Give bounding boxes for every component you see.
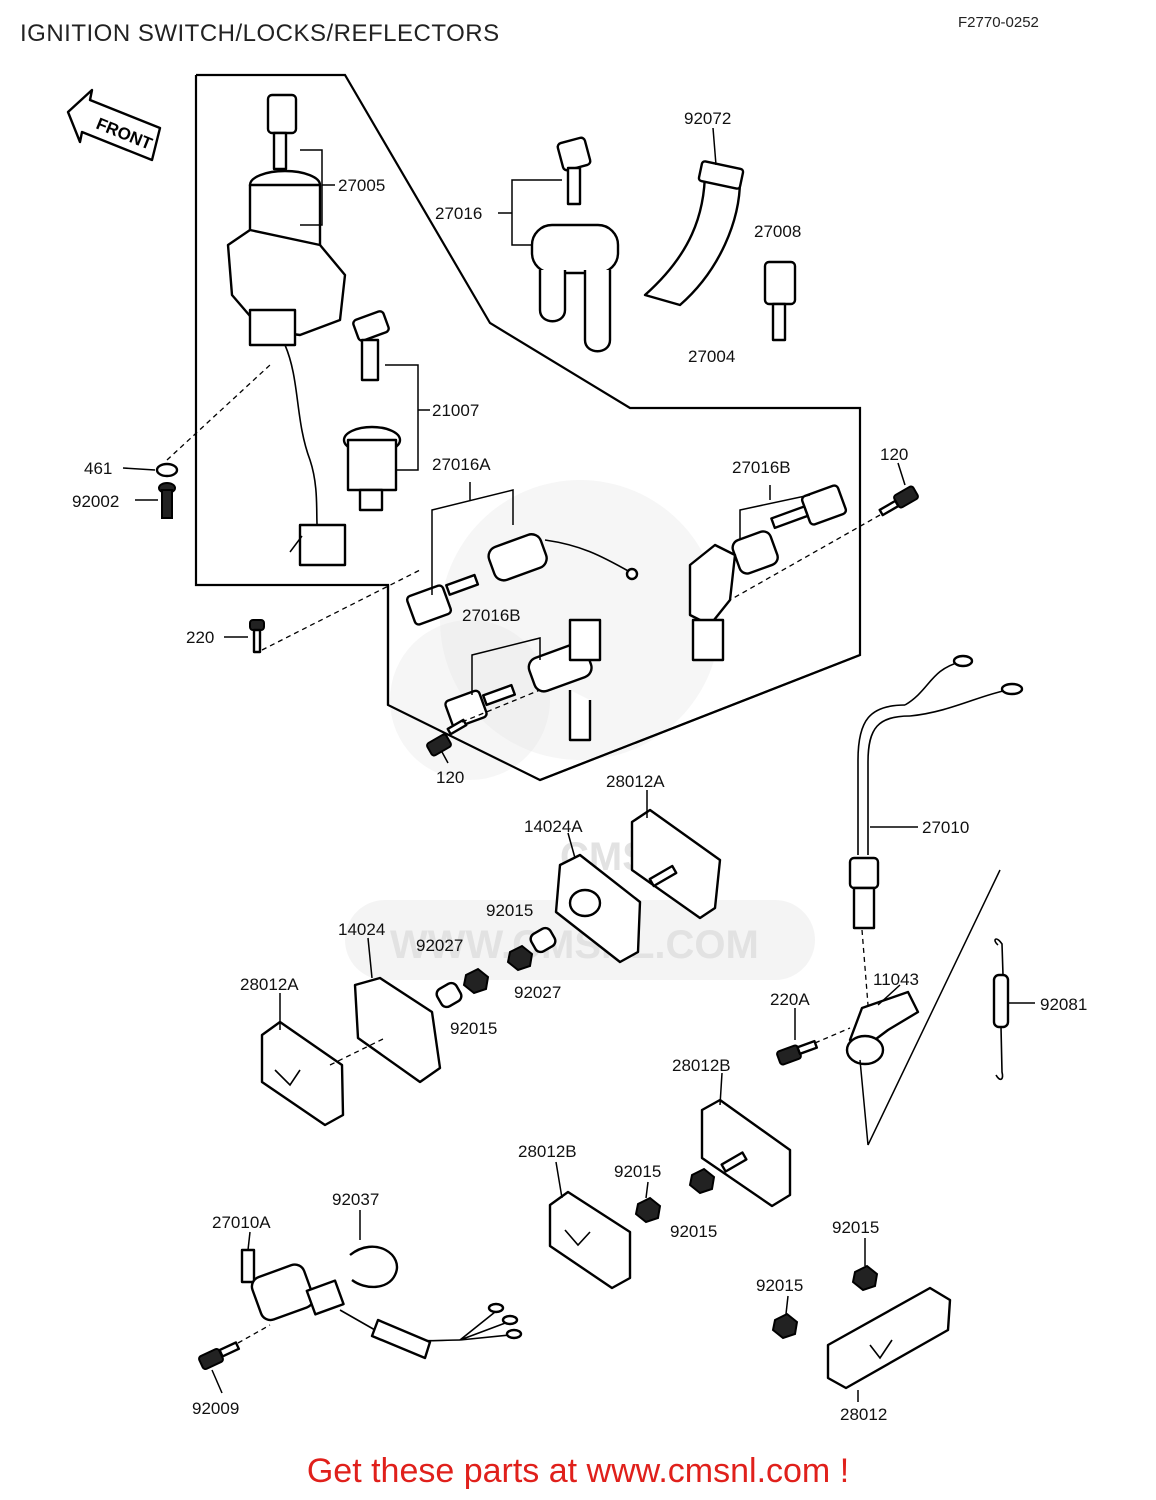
label-92037: 92037	[332, 1190, 379, 1209]
lock-set-b-upper	[688, 484, 848, 662]
spring-92081	[992, 938, 1010, 1081]
reflector-28012b-left	[548, 1190, 632, 1290]
label-92027-right: 92027	[514, 983, 561, 1002]
nut-92015-c2	[771, 1312, 799, 1340]
label-461: 461	[84, 459, 112, 478]
front-arrow-icon: FRONT	[66, 88, 162, 162]
label-92009: 92009	[192, 1399, 239, 1418]
label-28012a-left: 28012A	[240, 975, 299, 994]
bracket-11043	[845, 990, 920, 1066]
reflector-28012a-right	[630, 808, 722, 920]
label-92015-c2: 92015	[756, 1276, 803, 1295]
bolt-92002	[158, 482, 176, 519]
label-92002: 92002	[72, 492, 119, 511]
bolt-120-right	[878, 485, 919, 517]
spacer-92027-lower	[435, 981, 463, 1009]
label-11043: 11043	[873, 970, 919, 989]
label-14024a: 14024A	[524, 817, 583, 836]
label-27010: 27010	[922, 818, 969, 837]
screw-92009	[198, 1341, 241, 1371]
label-27004: 27004	[688, 347, 735, 366]
reflector-base-14024a	[554, 853, 678, 964]
label-14024: 14024	[338, 920, 385, 939]
ignition-switch	[226, 93, 347, 567]
page-title: IGNITION SWITCH/LOCKS/REFLECTORS	[20, 20, 500, 47]
label-92015-c1: 92015	[832, 1218, 879, 1237]
label-92015-b1: 92015	[614, 1162, 661, 1181]
reflector-28012a-left	[260, 1020, 345, 1127]
label-28012b-right: 28012B	[672, 1056, 731, 1075]
strap	[643, 160, 745, 307]
label-28012: 28012	[840, 1405, 887, 1424]
key-blank	[763, 260, 797, 342]
lock-set-b-lower	[444, 618, 602, 742]
label-120-right: 120	[880, 445, 908, 464]
label-27016b-lower: 27016B	[462, 606, 521, 625]
switch-27010a	[240, 1248, 523, 1360]
label-21007: 21007	[432, 401, 479, 420]
label-28012a-right: 28012A	[606, 772, 665, 791]
label-27010a: 27010A	[212, 1213, 271, 1232]
watermark-url: WWW.CMSNL.COM	[390, 923, 759, 967]
helmet-lock	[342, 310, 402, 512]
reflector-base-14024	[353, 976, 442, 1084]
nut-92015-b1	[634, 1196, 662, 1224]
seat-lock	[530, 136, 620, 353]
label-92027-left: 92027	[416, 936, 463, 955]
screw-220	[249, 619, 265, 654]
label-120-left: 120	[436, 768, 464, 787]
label-28012b-left: 28012B	[518, 1142, 577, 1161]
spacer-92027-upper	[529, 926, 557, 954]
diagram-code: F2770-0252	[958, 14, 1039, 31]
label-92015-top: 92015	[486, 901, 533, 920]
reflector-28012	[826, 1286, 952, 1390]
clip-92037	[349, 1245, 399, 1289]
label-27016b-upper: 27016B	[732, 458, 791, 477]
label-220a: 220A	[770, 990, 810, 1009]
bolt-120-left	[426, 718, 468, 757]
washer-461	[155, 462, 179, 478]
label-92015-mid: 92015	[450, 1019, 497, 1038]
label-92072: 92072	[684, 109, 731, 128]
label-27016: 27016	[435, 204, 482, 223]
lock-set-a	[405, 533, 639, 626]
label-27005: 27005	[338, 176, 385, 195]
nut-92015-upper	[506, 944, 534, 972]
screw-220a	[776, 1039, 819, 1066]
label-92015-b2: 92015	[670, 1222, 717, 1241]
nut-92015-c1	[851, 1264, 879, 1292]
label-220: 220	[186, 628, 214, 647]
switch-wire	[848, 654, 1024, 930]
label-27016a: 27016A	[432, 455, 491, 474]
reflector-28012b-right	[700, 1098, 792, 1208]
nut-92015-b2	[688, 1167, 716, 1195]
nut-92015-mid	[462, 967, 490, 995]
label-27008: 27008	[754, 222, 801, 241]
label-92081: 92081	[1040, 995, 1087, 1014]
part-labels: 27005 27016 92072 27008 21007 27004 461 …	[72, 109, 1087, 1424]
get-parts-link[interactable]: Get these parts at www.cmsnl.com !	[306, 1452, 850, 1490]
